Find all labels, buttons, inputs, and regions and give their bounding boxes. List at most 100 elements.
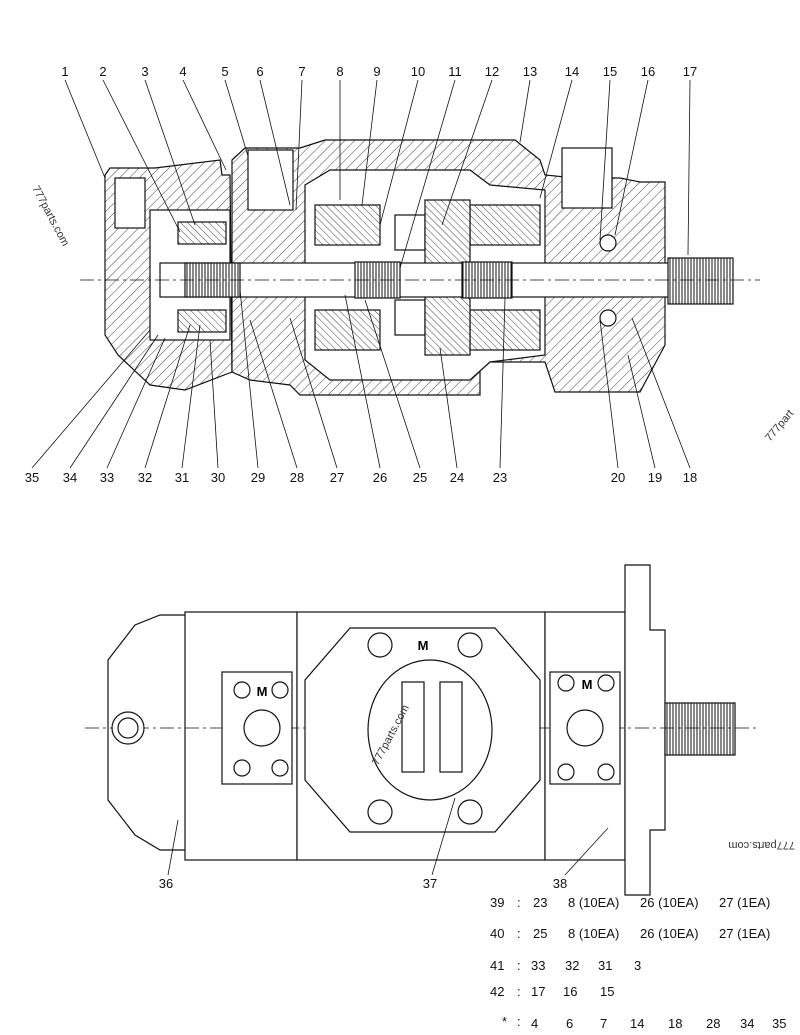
- callout-30: 30: [211, 470, 225, 485]
- kit-part: 33: [531, 958, 545, 973]
- bolt-bl: [367, 799, 393, 825]
- watermark-flipped: 777parts.com: [728, 839, 795, 851]
- rear-bolt-bl: [233, 759, 251, 777]
- callout-36: 36: [159, 876, 173, 891]
- callout-27: 27: [330, 470, 344, 485]
- kit-id: 40: [490, 926, 504, 941]
- kit-part: 8 (10EA): [568, 926, 619, 941]
- port-left: [247, 149, 294, 211]
- kit-part: 3: [634, 958, 641, 973]
- callout-13: 13: [523, 64, 537, 79]
- kit-sep: :: [517, 895, 521, 910]
- callout-5: 5: [221, 64, 228, 79]
- kit-part: 26 (10EA): [640, 895, 699, 910]
- front-bearing-ball: [599, 234, 617, 252]
- plate-letters: M M M: [257, 638, 593, 699]
- bolt-tl: [367, 632, 393, 658]
- kit-part: 35: [772, 1016, 786, 1031]
- plate-letter-front: M: [582, 677, 593, 692]
- kit-part: 31: [598, 958, 612, 973]
- callout-35: 35: [25, 470, 39, 485]
- kit-row-39: 39 : 23 8 (10EA) 26 (10EA) 27 (1EA): [490, 895, 770, 910]
- plate-letter-rear: M: [257, 684, 268, 699]
- leader-lines: [31, 79, 691, 876]
- gear-block-a: [314, 204, 381, 246]
- kit-row-common: * : 4 6 7 14 18 28 34 35: [502, 1014, 786, 1031]
- front-bolt-tr: [597, 674, 615, 692]
- front-bolt-bl: [557, 763, 575, 781]
- callout-4: 4: [179, 64, 186, 79]
- port-right: [561, 147, 613, 209]
- plan-output-spline: [664, 702, 736, 756]
- top-callouts: 1 2 3 4 5 6 7 8 9 10 11 12 13 14 15 16 1…: [61, 64, 697, 79]
- kit-part: 15: [600, 984, 614, 999]
- kit-id: 42: [490, 984, 504, 999]
- kit-sep: :: [517, 958, 521, 973]
- callout-2: 2: [99, 64, 106, 79]
- bolt-tr: [457, 632, 483, 658]
- gear-block-c: [469, 204, 541, 246]
- callout-38: 38: [553, 876, 567, 891]
- rear-bolt-tl: [233, 681, 251, 699]
- kit-part: 17: [531, 984, 545, 999]
- gear-block-b: [314, 309, 381, 351]
- plate-letter-center: M: [418, 638, 429, 653]
- callout-15: 15: [603, 64, 617, 79]
- front-bolt-br: [597, 763, 615, 781]
- kit-row-41: 41 : 33 32 31 3: [490, 958, 641, 973]
- callout-17: 17: [683, 64, 697, 79]
- callout-12: 12: [485, 64, 499, 79]
- kit-row-40: 40 : 25 8 (10EA) 26 (10EA) 27 (1EA): [490, 926, 770, 941]
- callout-31: 31: [175, 470, 189, 485]
- kit-id: *: [502, 1014, 507, 1029]
- kit-part: 34: [740, 1016, 754, 1031]
- bottom-callouts: 35 34 33 32 31 30 29 28 27 26 25 24 23 2…: [25, 470, 697, 485]
- callout-28: 28: [290, 470, 304, 485]
- kit-part: 28: [706, 1016, 720, 1031]
- front-port: [566, 709, 604, 747]
- kit-part: 16: [563, 984, 577, 999]
- kit-part: 27 (1EA): [719, 926, 770, 941]
- kit-table: 39 : 23 8 (10EA) 26 (10EA) 27 (1EA) 40 :…: [490, 895, 786, 1031]
- plan-view: [85, 564, 760, 896]
- callout-19: 19: [648, 470, 662, 485]
- callout-11: 11: [448, 64, 462, 79]
- kit-part: 6: [566, 1016, 573, 1031]
- bearing-left-low: [177, 309, 227, 333]
- callout-8: 8: [336, 64, 343, 79]
- section-view: [80, 139, 760, 396]
- kit-part: 25: [533, 926, 547, 941]
- callout-33: 33: [100, 470, 114, 485]
- callout-10: 10: [411, 64, 425, 79]
- callout-3: 3: [141, 64, 148, 79]
- kit-id: 41: [490, 958, 504, 973]
- rear-bolt-tr: [271, 681, 289, 699]
- callout-16: 16: [641, 64, 655, 79]
- callout-32: 32: [138, 470, 152, 485]
- kit-part: 8 (10EA): [568, 895, 619, 910]
- bearing-left: [177, 221, 227, 245]
- callout-18: 18: [683, 470, 697, 485]
- kit-sep: :: [517, 926, 521, 941]
- watermark-right-edge: 777part: [763, 408, 796, 444]
- callout-7: 7: [298, 64, 305, 79]
- callout-23: 23: [493, 470, 507, 485]
- kit-id: 39: [490, 895, 504, 910]
- kit-sep: :: [517, 1014, 521, 1029]
- rear-port: [243, 709, 281, 747]
- output-spline: [667, 257, 734, 305]
- callout-26: 26: [373, 470, 387, 485]
- kit-sep: :: [517, 984, 521, 999]
- inlet-port: [114, 177, 146, 229]
- callout-24: 24: [450, 470, 464, 485]
- callout-1: 1: [61, 64, 68, 79]
- kit-part: 18: [668, 1016, 682, 1031]
- kit-part: 26 (10EA): [640, 926, 699, 941]
- lower-callouts: 36 37 38: [159, 876, 567, 891]
- callout-14: 14: [565, 64, 579, 79]
- callout-37: 37: [423, 876, 437, 891]
- kit-part: 7: [600, 1016, 607, 1031]
- kit-part: 27 (1EA): [719, 895, 770, 910]
- center-ring-b: [394, 299, 426, 336]
